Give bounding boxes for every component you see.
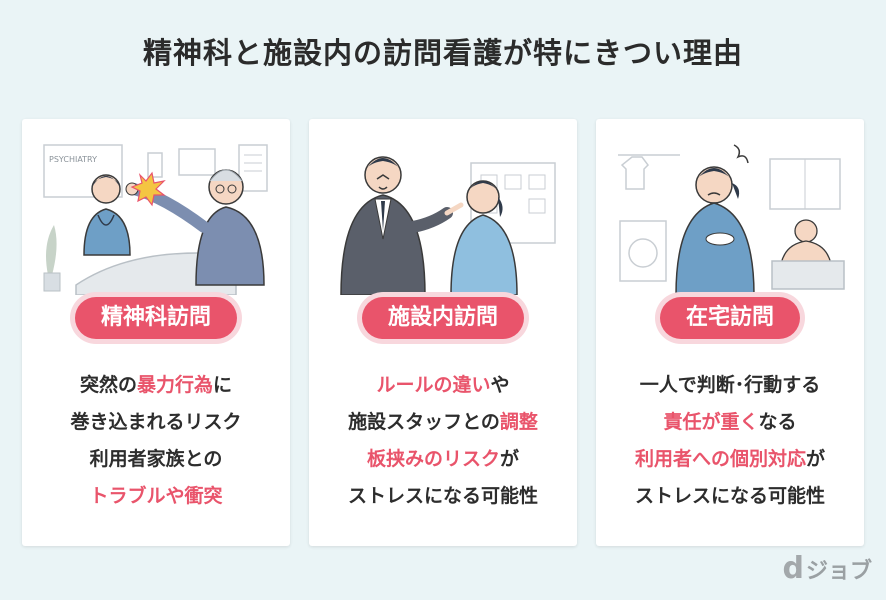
psychiatry-sign-text: PSYCHIATRY xyxy=(49,155,97,164)
window-frame xyxy=(43,144,123,198)
brand-logo: d ジョブ xyxy=(783,551,873,586)
facility-visit-illustration xyxy=(323,135,563,295)
card-psychiatric-visit: PSYCHIATRY 精神科訪問 突然の暴力行為に巻き込まれるリスク利用者家族と… xyxy=(22,119,290,546)
description-line: 板挟みのリスクが xyxy=(309,441,577,478)
body-text: 施設スタッフとの xyxy=(348,411,500,433)
description-line: 利用者への個別対応が xyxy=(596,441,864,478)
body-text: 利用者家族との xyxy=(89,448,223,470)
body-text: ストレスになる可能性 xyxy=(347,485,538,507)
logo-text: ジョブ xyxy=(805,558,872,584)
stress-squiggle-icon xyxy=(733,144,749,164)
body-text: 巻き込まれるリスク xyxy=(70,411,242,433)
description-facility-visit: ルールの違いや施設スタッフとの調整板挟みのリスクがストレスになる可能性 xyxy=(309,367,577,515)
highlight-text: ルールの違い xyxy=(376,374,491,396)
label-home-visit: 在宅訪問 xyxy=(659,297,801,339)
highlight-text: 責任が重く xyxy=(663,411,759,433)
description-line: 利用者家族との xyxy=(22,441,290,478)
description-line: 突然の暴力行為に xyxy=(22,367,290,404)
body-text: 一人で判断･行動する xyxy=(639,374,821,396)
description-line: 巻き込まれるリスク xyxy=(22,404,290,441)
washing-machine xyxy=(619,220,667,282)
card-facility-visit: 施設内訪問 ルールの違いや施設スタッフとの調整板挟みのリスクがストレスになる可能… xyxy=(309,119,577,546)
home-visit-illustration xyxy=(610,135,850,295)
body-text: なる xyxy=(758,411,797,433)
highlight-text: トラブルや衝突 xyxy=(89,485,223,507)
body-text: に xyxy=(213,374,233,396)
body-text: ストレスになる可能性 xyxy=(634,485,825,507)
label-facility-visit: 施設内訪問 xyxy=(361,297,525,339)
logo-mark: d xyxy=(782,551,804,586)
psychiatric-visit-illustration: PSYCHIATRY xyxy=(36,135,276,295)
description-psychiatric-visit: 突然の暴力行為に巻き込まれるリスク利用者家族とのトラブルや衝突 xyxy=(22,367,290,515)
impact-icon xyxy=(130,171,166,207)
description-line: 責任が重くなる xyxy=(596,404,864,441)
description-line: 一人で判断･行動する xyxy=(596,367,864,404)
body-text: や xyxy=(490,374,510,396)
body-text: が xyxy=(500,448,520,470)
description-line: ストレスになる可能性 xyxy=(596,478,864,515)
highlight-text: 利用者への個別対応 xyxy=(634,448,806,470)
highlight-text: 調整 xyxy=(499,411,538,433)
page-title: 精神科と施設内の訪問看護が特にきつい理由 xyxy=(142,36,743,70)
highlight-text: 暴力行為 xyxy=(136,374,213,396)
body-text: が xyxy=(806,448,826,470)
highlight-text: 板挟みのリスク xyxy=(366,448,500,470)
description-line: ストレスになる可能性 xyxy=(309,478,577,515)
description-line: 施設スタッフとの調整 xyxy=(309,404,577,441)
description-line: ルールの違いや xyxy=(309,367,577,404)
label-psychiatric-visit: 精神科訪問 xyxy=(74,297,238,339)
description-line: トラブルや衝突 xyxy=(22,478,290,515)
bowl-icon xyxy=(705,232,735,246)
body-text: 突然の xyxy=(79,374,137,396)
description-home-visit: 一人で判断･行動する責任が重くなる利用者への個別対応がストレスになる可能性 xyxy=(596,367,864,515)
card-home-visit: 在宅訪問 一人で判断･行動する責任が重くなる利用者への個別対応がストレスになる可… xyxy=(596,119,864,546)
